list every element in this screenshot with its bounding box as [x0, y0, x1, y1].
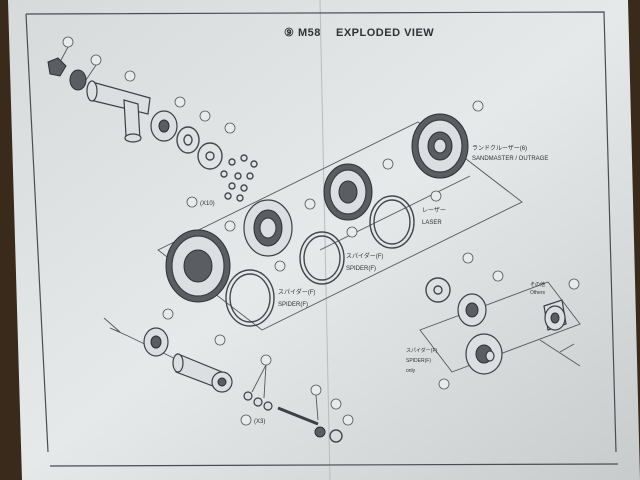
spider-ring-upper: [299, 226, 358, 285]
spider-upper-label-jp: スパイダー(F): [346, 252, 383, 260]
right-bearing: [457, 270, 504, 327]
page-title: EXPLODED VIEW: [336, 27, 434, 39]
spur-gear-middle: [323, 158, 394, 221]
diff-balls: (X10): [186, 154, 258, 208]
sandmaster-label-jp: ランドクルーザー(6): [472, 145, 527, 152]
laser-label-jp: レーザー: [422, 207, 446, 214]
right-spider-cup: [438, 333, 503, 390]
spur-gear-sandmaster: [411, 100, 484, 179]
bottom-rule: [49, 463, 619, 467]
right-bushing: [543, 278, 580, 331]
lower-shaft-assembly: (X3): [103, 308, 354, 443]
gear-set-frame: [157, 121, 523, 331]
diagram-border: [25, 11, 617, 453]
model-code: M58: [298, 27, 321, 39]
diff-cage: [243, 198, 316, 257]
spider-lower-label-en: SPIDER(F): [278, 302, 308, 308]
spider-right-label-en: SPIDER(F): [406, 358, 431, 364]
spider-lower-label-jp: スパイダー(F): [278, 288, 315, 296]
section-number: ⑨: [284, 27, 294, 39]
balls-quantity: (X10): [200, 201, 215, 207]
others-label-en: Others: [530, 290, 546, 296]
upper-shaft-assembly: [47, 36, 236, 170]
laser-label-en: LASER: [422, 220, 442, 226]
others-label-jp: その他: [530, 281, 545, 288]
page-header: ⑨ M58 EXPLODED VIEW: [284, 27, 434, 39]
spur-gear-left: [165, 220, 236, 303]
paper-fold: [319, 0, 331, 480]
spider-upper-label-en: SPIDER(F): [346, 266, 376, 272]
laser-ring: [369, 190, 442, 249]
spider-right-note: only: [406, 368, 416, 374]
right-subassembly-frame: [419, 281, 581, 373]
spider-ring-lower: [225, 260, 286, 327]
paper-sheet: [8, 0, 640, 480]
spider-right-label-jp: スパイダー(F): [406, 347, 438, 354]
pins-quantity: (X3): [254, 419, 265, 425]
sandmaster-label-en: SANDMASTER / OUTRAGE: [472, 156, 548, 162]
right-washer: [425, 252, 474, 303]
